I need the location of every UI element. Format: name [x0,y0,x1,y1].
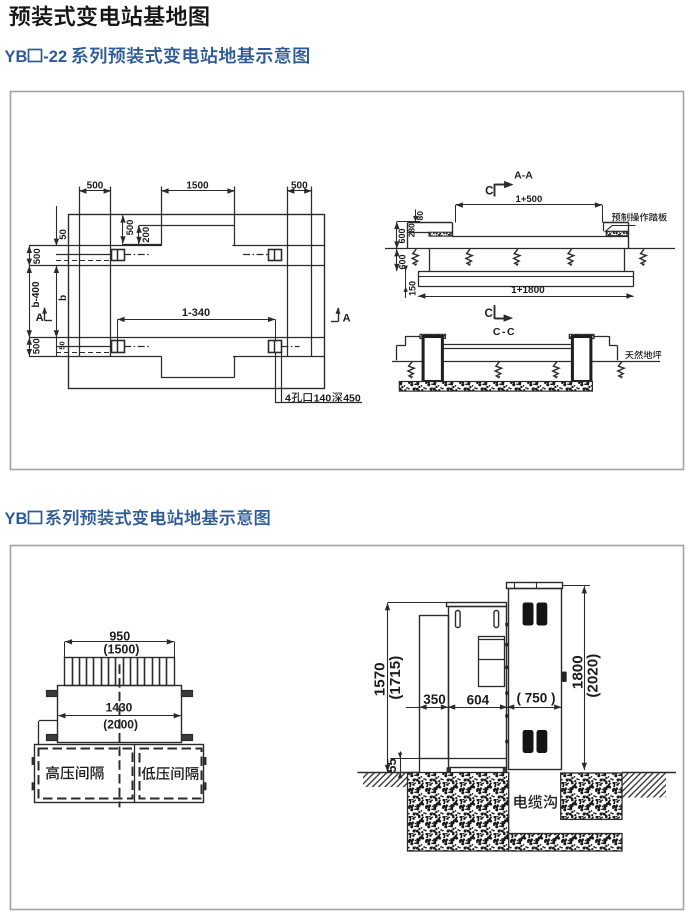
svg-text:1800: 1800 [570,655,587,689]
svg-text:140: 140 [314,392,332,404]
svg-text:500: 500 [125,220,136,236]
svg-text:C: C [485,185,493,197]
svg-text:A-A: A-A [514,169,533,181]
svg-text:1-340: 1-340 [182,307,210,319]
svg-text:1+1800: 1+1800 [511,285,545,296]
svg-text:150: 150 [408,281,418,296]
svg-text:50: 50 [58,341,67,349]
svg-text:YB: YB [5,48,28,66]
svg-text:1+500: 1+500 [516,194,543,205]
svg-text:500: 500 [291,181,308,192]
svg-text:280: 280 [407,223,417,237]
svg-text:500: 500 [32,338,43,354]
svg-text:A: A [343,312,351,324]
svg-text:4: 4 [285,392,291,404]
svg-text:600: 600 [397,228,407,243]
svg-text:A: A [36,312,44,324]
svg-text:500: 500 [87,181,104,192]
svg-text:(1715): (1715) [387,656,404,700]
svg-text:604: 604 [467,692,490,707]
svg-text:600: 600 [398,254,408,269]
svg-text:C-C: C-C [493,326,516,338]
svg-text:-22: -22 [43,48,67,66]
svg-text:50: 50 [58,229,69,240]
svg-text:80: 80 [415,211,425,221]
svg-text:1570: 1570 [371,662,388,696]
svg-text:55: 55 [384,758,399,772]
svg-text:(2000): (2000) [103,718,138,732]
svg-text:950: 950 [109,629,130,643]
svg-text:(2020): (2020) [585,654,602,698]
svg-text:b-400: b-400 [31,281,42,308]
svg-text:350: 350 [423,692,446,707]
svg-text:200: 200 [141,227,152,243]
svg-text:1500: 1500 [186,181,209,192]
svg-text:( 750 ): ( 750 ) [516,690,555,705]
svg-text:C: C [485,308,493,320]
svg-text:450: 450 [343,392,361,404]
svg-text:500: 500 [32,248,43,264]
svg-text:YB: YB [5,510,28,528]
svg-text:(1500): (1500) [103,642,139,656]
svg-text:b: b [58,295,69,301]
